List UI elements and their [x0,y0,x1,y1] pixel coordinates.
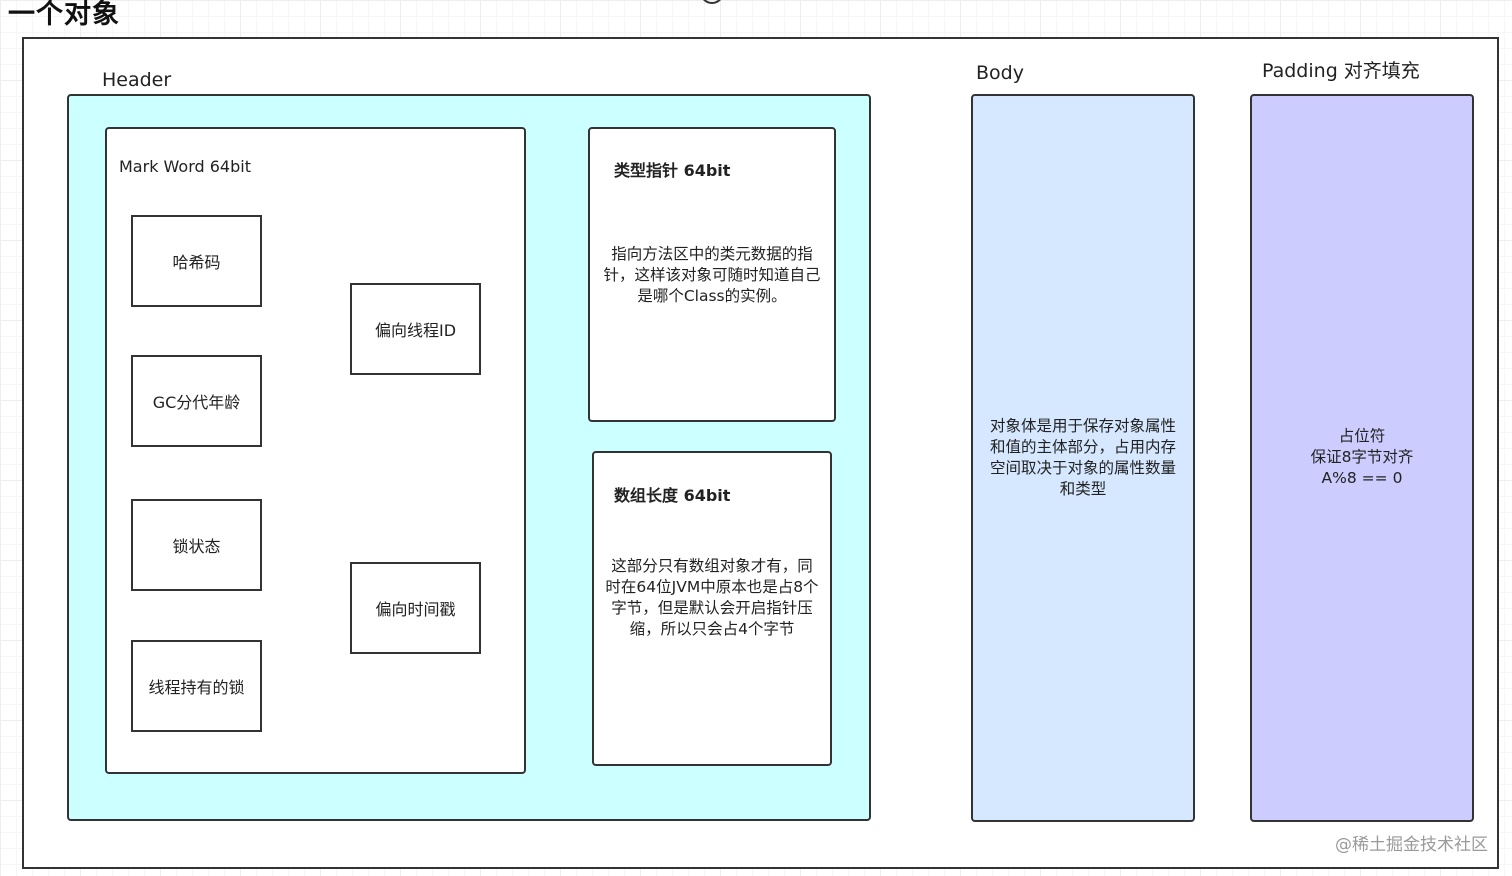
padding-box [1250,94,1474,822]
array-length-title: 数组长度 64bit [614,486,731,505]
header-label: Header [102,69,172,91]
body-label: Body [976,62,1024,84]
mark-word-title: Mark Word 64bit [119,157,251,176]
watermark: @稀土掘金技术社区 [1335,835,1488,855]
padding-desc: 占位符 保证8字节对齐 A%8 == 0 [1262,426,1462,489]
padding-label: Padding 对齐填充 [1262,60,1420,82]
type-pointer-box [588,127,836,422]
field-biased-thread-id: 偏向线程ID [350,283,481,375]
type-pointer-title: 类型指针 64bit [614,161,731,180]
body-desc: 对象体是用于保存对象属性和值的主体部分，占用内存空间取决于对象的属性数量和类型 [989,417,1176,498]
field-lock-state: 锁状态 [131,499,262,591]
body-box [971,94,1195,822]
field-biased-timestamp: 偏向时间戳 [350,562,481,654]
padding-desc-line1: 占位符 [1338,427,1386,445]
type-pointer-desc: 指向方法区中的类元数据的指针，这样该对象可随时知道自己是哪个Class的实例。 [603,245,821,305]
page-title: 一个对象 [8,0,120,30]
top-connector-shape [700,0,724,4]
field-gc-age: GC分代年龄 [131,355,262,447]
array-length-desc: 这部分只有数组对象才有，同时在64位JVM中原本也是占8个字节，但是默认会开启指… [605,557,819,638]
field-hash-code: 哈希码 [131,215,262,307]
padding-desc-line2: 保证8字节对齐 [1310,448,1414,466]
array-length-box [592,451,832,766]
field-thread-lock: 线程持有的锁 [131,640,262,732]
padding-desc-line3: A%8 == 0 [1321,469,1403,487]
